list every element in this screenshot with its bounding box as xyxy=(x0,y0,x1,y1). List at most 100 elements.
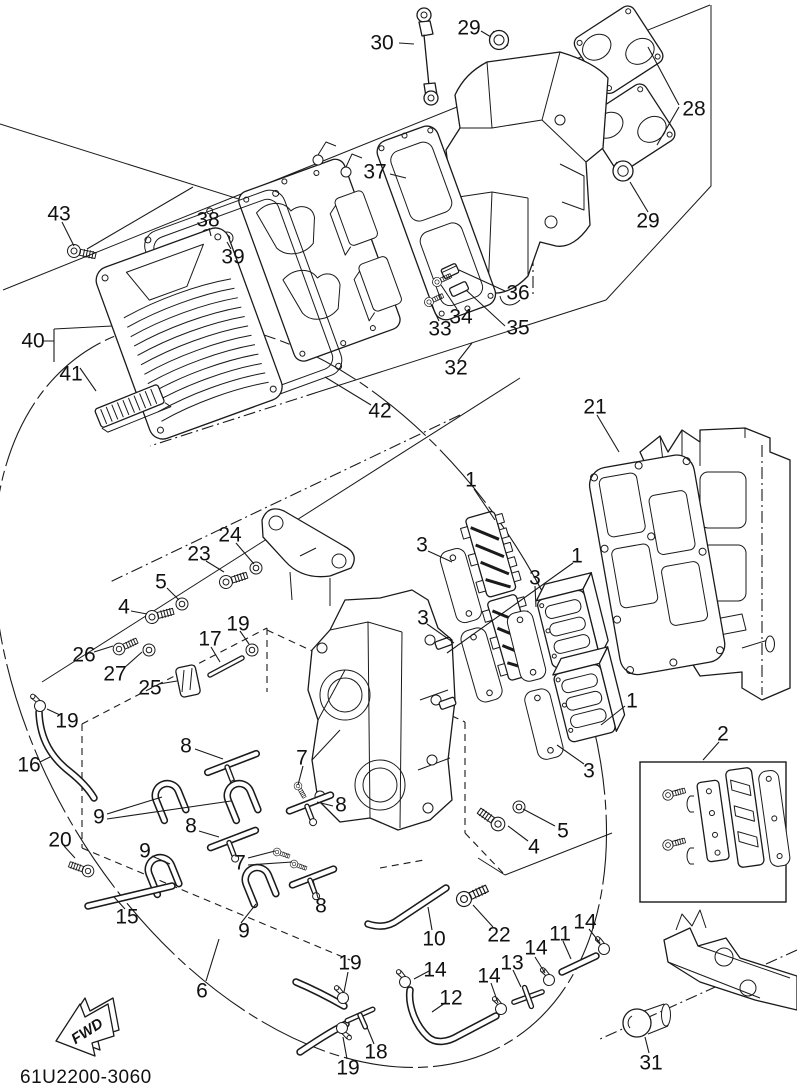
u-hose-9-3 xyxy=(144,853,183,899)
fitting-8-1 xyxy=(203,749,261,788)
screw-7-2 xyxy=(271,846,292,861)
part-callout-1: 1 xyxy=(465,469,477,492)
part-callout-41: 41 xyxy=(59,363,82,386)
part-callout-25: 25 xyxy=(138,677,161,700)
clamp-14-2 xyxy=(491,993,509,1017)
fitting-8-3 xyxy=(206,826,260,863)
hose-10 xyxy=(364,884,450,930)
part-callout-9: 9 xyxy=(93,806,105,829)
hose-branch-assembly-18 xyxy=(292,978,376,1056)
part-callout-7: 7 xyxy=(296,747,308,770)
part-callout-7: 7 xyxy=(234,852,246,875)
diagram-part-code: 61U2200-3060 xyxy=(20,1067,152,1088)
part-callout-6: 6 xyxy=(196,980,208,1003)
part-callout-11: 11 xyxy=(549,923,571,946)
part-callout-3: 3 xyxy=(417,607,429,630)
clip-19 xyxy=(245,643,259,657)
reed-gaskets-3-right xyxy=(506,610,564,760)
part-callout-23: 23 xyxy=(187,543,210,566)
part-callout-9: 9 xyxy=(139,840,151,863)
part-callout-15: 15 xyxy=(115,906,138,929)
hose-11 xyxy=(558,952,600,976)
part-callout-43: 43 xyxy=(47,203,70,226)
u-hose-9-2 xyxy=(223,779,262,825)
part-callout-16: 16 xyxy=(17,754,40,777)
fwd-direction-arrow: FWD xyxy=(55,997,120,1057)
carb-joint-studs-33-36 xyxy=(422,263,470,309)
bolt-22 xyxy=(453,880,491,910)
part-callout-29: 29 xyxy=(457,17,480,40)
yamaha-emblem-41 xyxy=(94,384,172,433)
part-callout-19: 19 xyxy=(226,613,249,636)
part-callout-33: 33 xyxy=(428,318,451,341)
plug-31 xyxy=(622,1003,671,1038)
part-callout-14: 14 xyxy=(524,937,548,960)
link-rod-30 xyxy=(416,7,439,106)
u-hose-9-1 xyxy=(151,779,190,825)
part-callout-12: 12 xyxy=(439,987,462,1010)
part-callout-27: 27 xyxy=(103,663,126,686)
reed-valve-stack-right xyxy=(535,572,626,743)
clamp-19-top xyxy=(29,690,48,714)
fitting-8-2 xyxy=(285,791,335,827)
reed-gaskets-3-left xyxy=(439,548,503,703)
part-callout-18: 18 xyxy=(364,1041,387,1064)
fitting-8-4 xyxy=(288,865,338,901)
part-callout-36: 36 xyxy=(506,282,529,305)
part-callout-40: 40 xyxy=(21,330,44,353)
part-callout-30: 30 xyxy=(370,32,393,55)
bottom-bracket xyxy=(663,909,797,1011)
part-callout-20: 20 xyxy=(48,829,71,852)
part-callout-14: 14 xyxy=(423,959,447,982)
hose-16 xyxy=(35,708,98,802)
part-callout-19: 19 xyxy=(55,710,78,733)
part-callout-14: 14 xyxy=(477,965,501,988)
part-callout-21: 21 xyxy=(583,396,606,419)
washer-24 xyxy=(249,561,263,575)
cross-fitting-13 xyxy=(511,984,545,1010)
intake-manifold-lower xyxy=(307,589,457,831)
part-callout-31: 31 xyxy=(639,1052,662,1075)
bolt-4 xyxy=(143,604,176,626)
u-hose-9-4 xyxy=(241,863,280,909)
part-callout-8: 8 xyxy=(315,895,327,918)
part-callout-22: 22 xyxy=(487,924,510,947)
throttle-linkage xyxy=(312,141,363,178)
leader-lines xyxy=(39,30,720,1060)
screw-7-3 xyxy=(288,858,309,873)
part-callout-19: 19 xyxy=(336,1057,359,1080)
part-callout-5: 5 xyxy=(155,571,167,594)
washer-5 xyxy=(175,597,189,611)
bolt-4-lower xyxy=(474,804,509,835)
gasket-37 xyxy=(376,125,497,321)
part-callout-38: 38 xyxy=(196,209,219,232)
part-callout-28: 28 xyxy=(682,98,705,121)
clamp-14-1 xyxy=(395,966,413,990)
silencer-cover-40 xyxy=(95,227,283,440)
screw-20 xyxy=(66,858,96,879)
part-callout-14: 14 xyxy=(573,911,597,934)
part-callout-4: 4 xyxy=(528,836,540,859)
part-callout-8: 8 xyxy=(335,794,347,817)
part-callout-3: 3 xyxy=(416,534,428,557)
hose-12 xyxy=(405,986,500,1046)
part-callout-34: 34 xyxy=(449,306,473,329)
part-callout-1: 1 xyxy=(626,690,638,713)
part-callout-35: 35 xyxy=(506,317,529,340)
part-callout-19: 19 xyxy=(338,952,361,975)
part-callout-26: 26 xyxy=(72,644,95,667)
part-callout-8: 8 xyxy=(180,735,192,758)
rubber-holder-25 xyxy=(175,664,201,698)
bracket-arm xyxy=(261,508,355,606)
part-callout-9: 9 xyxy=(238,920,250,943)
screw-7-1 xyxy=(292,780,309,800)
bolt-26 xyxy=(110,634,140,658)
part-callout-1: 1 xyxy=(571,545,583,568)
part-callout-37: 37 xyxy=(363,161,386,184)
part-callout-10: 10 xyxy=(422,928,445,951)
hose-15 xyxy=(84,882,176,910)
washer-27 xyxy=(142,643,156,657)
